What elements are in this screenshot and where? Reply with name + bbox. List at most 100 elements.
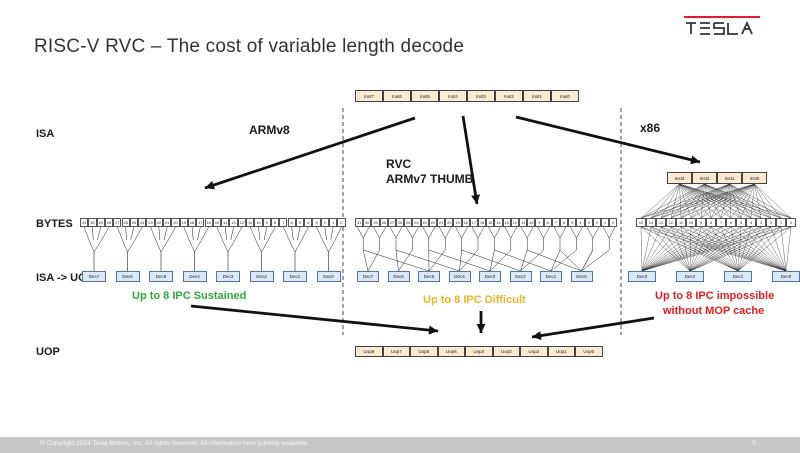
arrow-to-x86	[515, 115, 701, 164]
x86-decoder-line	[690, 226, 739, 272]
x86-decoder-line	[690, 226, 787, 272]
byte-cell: 23	[146, 218, 155, 227]
rvc-byte-line	[520, 226, 528, 239]
decoder-box: Dec5	[418, 271, 440, 282]
x86-inst-line	[679, 183, 702, 219]
rvc-byte-line	[406, 226, 413, 239]
x86-decoder-line	[770, 226, 787, 272]
byte-cell: 12	[510, 218, 519, 227]
rvc-byte-line	[389, 226, 397, 239]
x86-decoder-line	[670, 226, 739, 272]
x86-decoder-line	[641, 226, 722, 272]
rvc-decoder-line	[550, 249, 577, 272]
byte-cell: 17	[469, 218, 478, 227]
arrowhead	[471, 194, 481, 204]
x86-decoder-line	[689, 226, 702, 272]
uop-box: Uop8	[355, 346, 383, 357]
armv8-byte-line	[191, 226, 194, 241]
x86-decoder-line	[720, 226, 739, 272]
byte-cell: 5	[568, 218, 577, 227]
byte-cell: 1	[601, 218, 610, 227]
x86-decoder-line	[641, 226, 702, 272]
x86-inst-line	[679, 183, 752, 219]
x86-byte-cell: 8	[706, 218, 716, 227]
byte-cell: 1	[329, 218, 338, 227]
byte-cell: 4	[576, 218, 585, 227]
x86-inst-line	[704, 183, 792, 219]
byte-cell: 25	[404, 218, 413, 227]
uop-box: Uop6	[410, 346, 438, 357]
byte-cell: 3	[584, 218, 593, 227]
x86-instruction-box: Inst1	[717, 172, 742, 184]
x86-decoder-line	[780, 226, 787, 272]
x86-decoder-box: Dec0	[772, 271, 800, 282]
byte-cell: 29	[371, 218, 380, 227]
rvc-byte-line	[379, 226, 386, 239]
decoder-box: Dec2	[249, 271, 274, 282]
arrowhead	[205, 180, 215, 190]
x86-inst-line	[679, 183, 792, 219]
armv8-byte-line	[158, 226, 161, 241]
decoder-box: Dec7	[82, 271, 106, 282]
label-rvc: RVC	[386, 157, 412, 171]
rvc-decoder-line	[520, 249, 544, 272]
x86-inst-line	[680, 183, 705, 219]
label-armv7-thumb: ARMv7 THUMB	[386, 172, 474, 186]
byte-cell: 16	[204, 218, 213, 227]
byte-cell: 14	[221, 218, 230, 227]
armv8-byte-line	[93, 239, 102, 253]
armv8-byte-line	[316, 226, 323, 241]
armv8-byte-line	[225, 226, 227, 241]
armv8-byte-line	[222, 239, 229, 253]
x86-decoder-line	[710, 226, 787, 272]
x86-inst-line	[700, 183, 705, 219]
x86-byte-cell: 6	[726, 218, 736, 227]
label-x86: x86	[640, 121, 661, 135]
rvc-byte-line	[586, 226, 594, 239]
rvc-byte-line	[438, 226, 446, 239]
decoder-box: Dec5	[149, 271, 173, 282]
arrowhead	[690, 155, 700, 165]
byte-cell: 27	[387, 218, 396, 227]
byte-cell: 11	[519, 218, 528, 227]
x86-decoder-line	[641, 226, 652, 272]
arrow-to-rvc	[461, 115, 479, 205]
decoder-box: Dec6	[387, 271, 410, 282]
uop-box: Uop7	[382, 346, 410, 357]
byte-cell: 19	[179, 218, 188, 227]
armv8-byte-line	[150, 226, 157, 241]
rvc-decoder-line	[489, 249, 495, 272]
x86-decoder-line	[641, 226, 742, 272]
x86-inst-line	[704, 183, 762, 219]
rvc-decoder-line	[461, 249, 521, 272]
armv8-byte-line	[255, 239, 262, 253]
byte-cell: 22	[428, 218, 437, 227]
instruction-box: Inst6	[383, 90, 411, 102]
x86-decoder-line	[641, 226, 692, 272]
x86-inst-line	[679, 183, 742, 219]
x86-decoder-line	[740, 226, 787, 272]
rvc-byte-line	[559, 226, 567, 239]
page-number: 5	[752, 440, 756, 447]
x86-decoder-line	[680, 226, 691, 272]
rvc-decoder-line	[395, 249, 399, 272]
x86-decoder-line	[730, 226, 787, 272]
rvc-byte-line	[526, 226, 534, 239]
x86-decoder-line	[641, 226, 792, 272]
x86-decoder-line	[737, 226, 762, 272]
decoder-box: Dec0	[316, 271, 341, 282]
x86-inst-line	[704, 183, 742, 219]
uop-box: Uop0	[575, 346, 603, 357]
x86-byte-cell: 4	[746, 218, 756, 227]
x86-inst-line	[679, 183, 692, 219]
x86-decoder-line	[737, 226, 742, 272]
armv8-byte-line	[134, 226, 143, 241]
rvc-byte-line	[477, 226, 485, 239]
armv8-byte-line	[261, 239, 269, 253]
x86-instruction-box: Inst3	[667, 172, 692, 184]
byte-cell: 8	[543, 218, 552, 227]
byte-cell: 15	[212, 218, 222, 227]
armv8-byte-line	[234, 226, 243, 241]
armv8-byte-line	[324, 226, 327, 241]
